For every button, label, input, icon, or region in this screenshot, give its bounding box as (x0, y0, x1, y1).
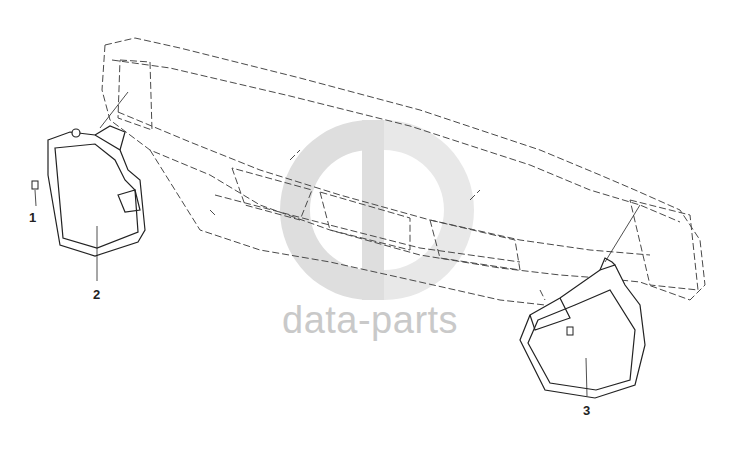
callout-number: 3 (583, 403, 590, 418)
watermark: data-parts (282, 299, 458, 342)
callout-number: 1 (29, 210, 36, 225)
front-frame (102, 38, 705, 305)
label-slot: 3 (583, 401, 590, 419)
right-headlamp (520, 258, 645, 398)
label-slot: 2 (93, 285, 100, 303)
label-slot: data-parts (282, 299, 458, 342)
label-slot: 1 (29, 208, 36, 226)
callout-number: 2 (93, 287, 100, 302)
leader-line (35, 92, 640, 396)
watermark-logo (280, 120, 474, 300)
left-headlamp (48, 126, 145, 256)
